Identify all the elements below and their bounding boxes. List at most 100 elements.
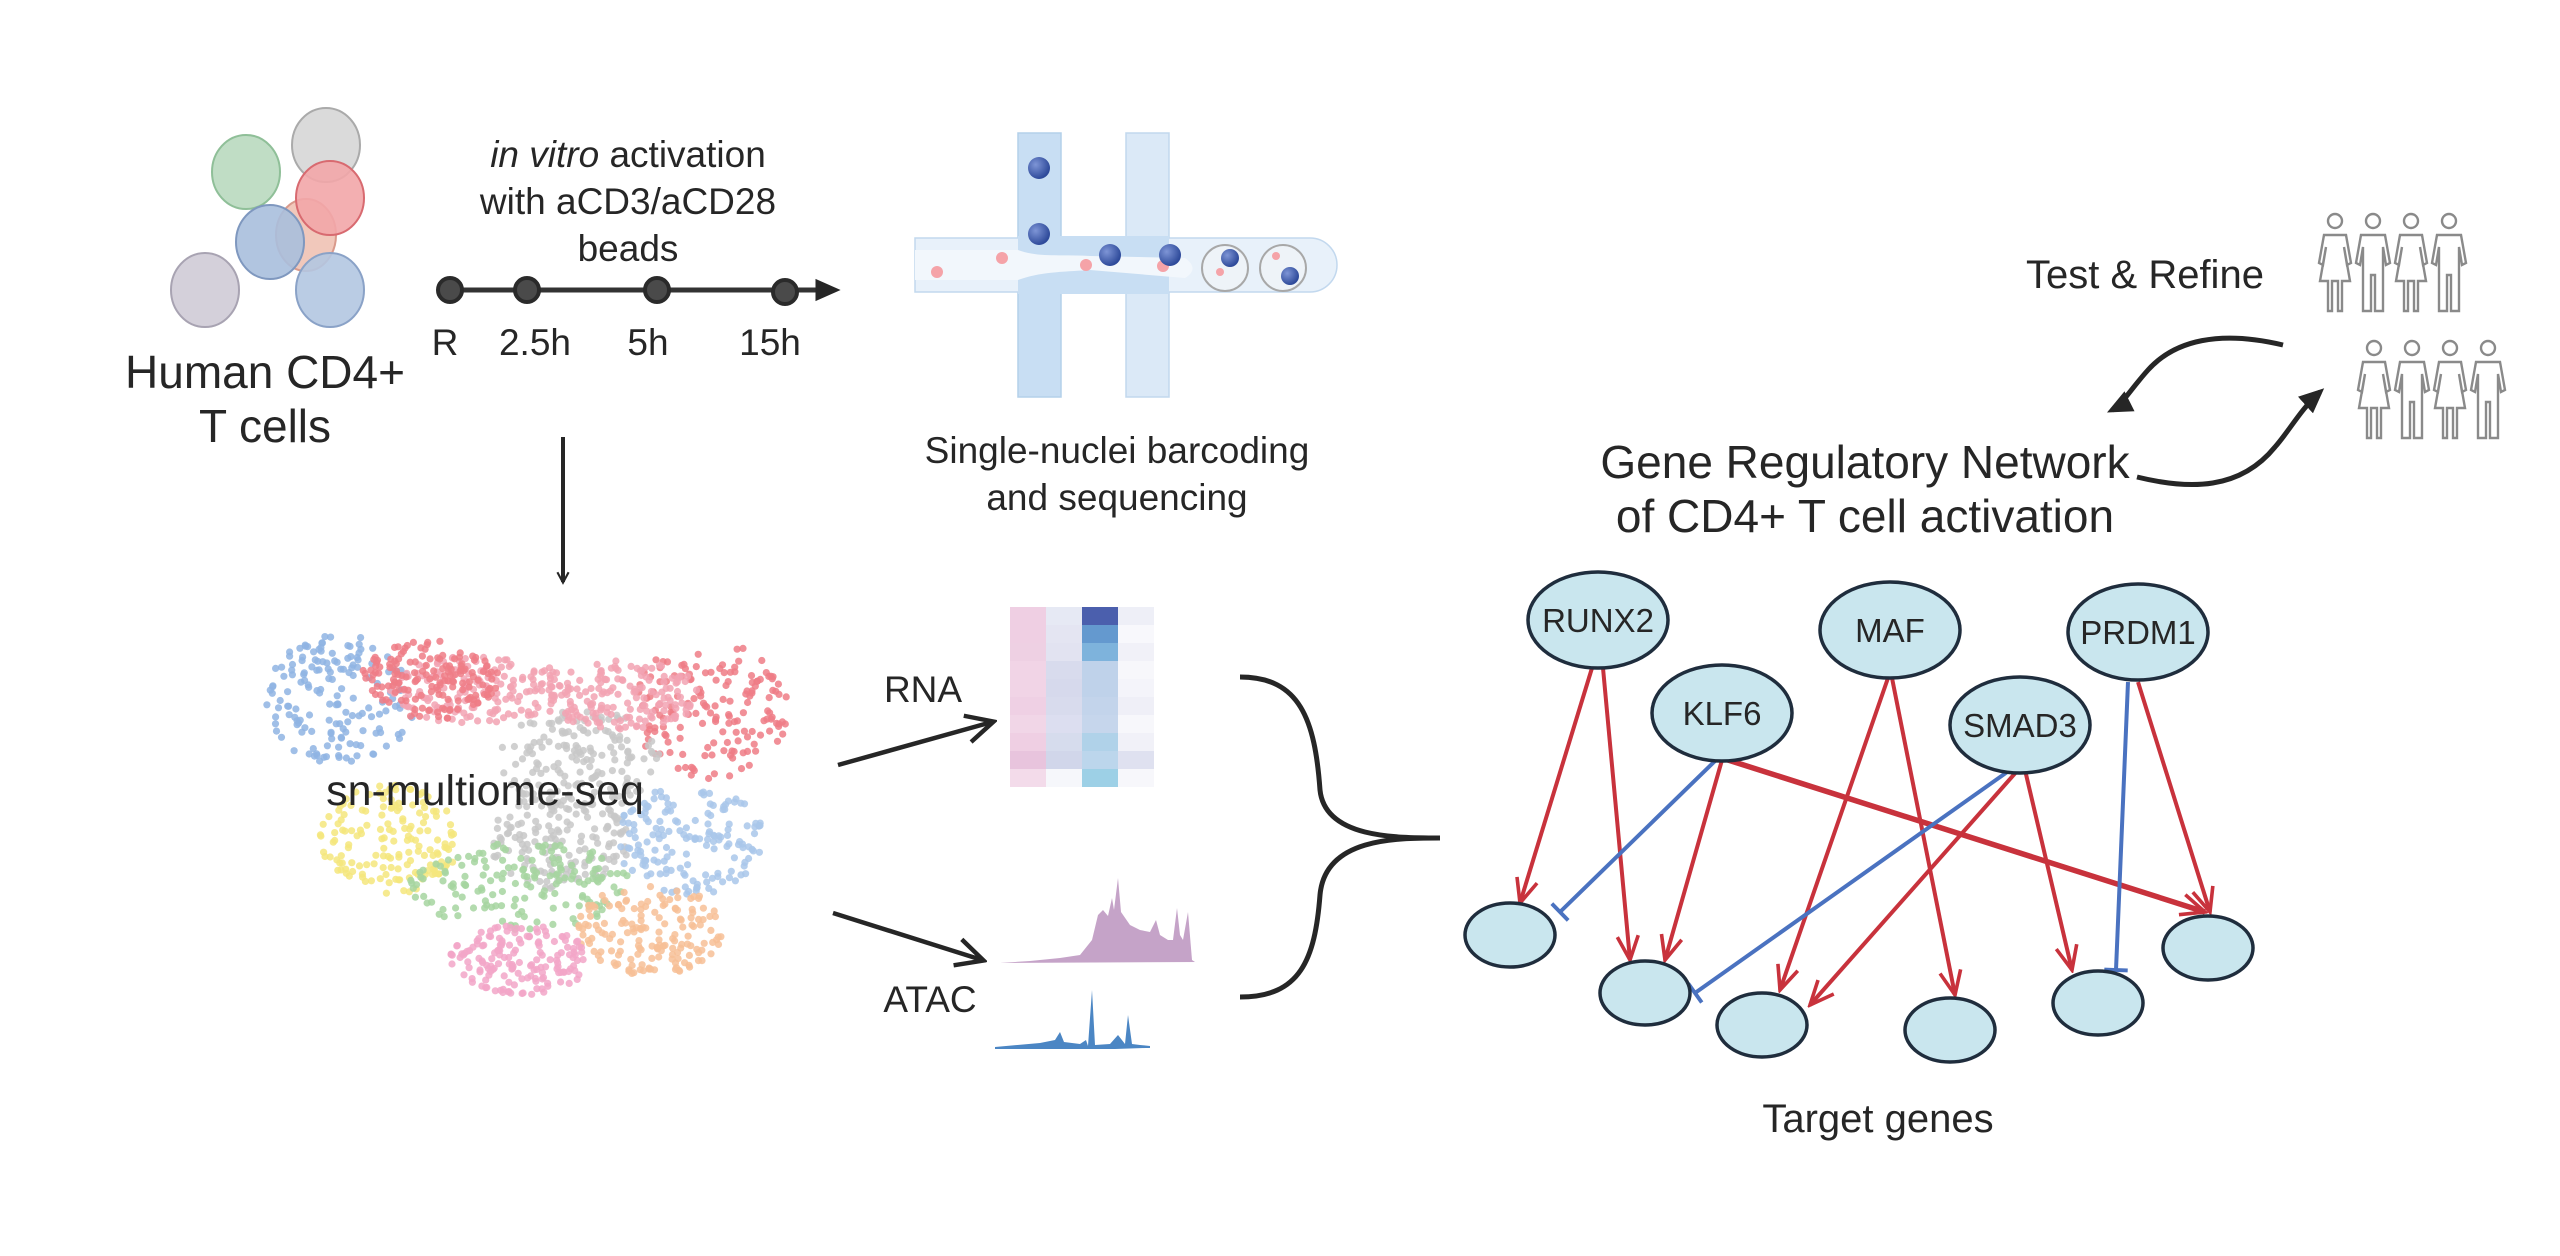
- umap-cell-point: [378, 811, 386, 819]
- cd4-t-cells-illustration: [170, 107, 365, 328]
- target-gene-node[interactable]: [2051, 969, 2145, 1037]
- regulator-node-maf[interactable]: MAF: [1818, 580, 1962, 680]
- heatmap-cell: [1010, 697, 1046, 715]
- target-gene-node[interactable]: [1715, 991, 1809, 1059]
- umap-cell-point: [517, 925, 526, 933]
- umap-cell-point: [690, 695, 698, 703]
- umap-cell-point: [695, 949, 703, 957]
- heatmap-cell: [1010, 625, 1046, 643]
- heatmap-cell: [1046, 697, 1082, 715]
- umap-cell-point: [579, 925, 587, 933]
- umap-cell-point: [469, 673, 477, 681]
- umap-cell-point: [620, 860, 628, 868]
- umap-cell-point: [615, 792, 623, 800]
- umap-cell-point: [608, 731, 616, 739]
- umap-cell-point: [743, 733, 752, 741]
- umap-cell-point: [621, 787, 630, 795]
- umap-cell-point: [529, 768, 537, 777]
- umap-cell-point: [608, 793, 617, 801]
- umap-cell-point: [660, 672, 668, 681]
- umap-cell-point: [430, 667, 438, 675]
- donor-cohort-icon: [2317, 212, 2507, 440]
- male-person-icon: [2430, 212, 2468, 313]
- activation-edge: [1727, 757, 2205, 912]
- umap-cell-point: [565, 851, 573, 859]
- umap-cell-point: [606, 807, 614, 815]
- umap-cell-point: [420, 851, 428, 860]
- regulator-node-runx2[interactable]: RUNX2: [1526, 570, 1670, 670]
- umap-cell-point: [441, 840, 449, 848]
- activation-line1: in vitro activation: [490, 134, 766, 175]
- umap-cell-point: [517, 706, 525, 714]
- grn-title-line2: of CD4+ T cell activation: [1616, 490, 2114, 542]
- grn-edges: [1520, 667, 2210, 1005]
- regulator-node-label: PRDM1: [2080, 614, 2196, 651]
- umap-cell-point: [545, 822, 553, 830]
- umap-cell-point: [379, 864, 387, 872]
- umap-cell-point: [583, 708, 591, 716]
- umap-cell-point: [588, 934, 596, 943]
- umap-cell-point: [479, 871, 487, 879]
- umap-cell-point: [499, 869, 507, 877]
- umap-cell-point: [349, 671, 357, 680]
- umap-cell-point: [695, 892, 704, 900]
- umap-cell-point: [266, 686, 274, 694]
- umap-cell-point: [681, 763, 690, 772]
- umap-cell-point: [586, 744, 594, 752]
- umap-cell-point: [491, 684, 500, 692]
- umap-cell-point: [672, 704, 680, 712]
- umap-cell-point: [577, 838, 585, 846]
- regulator-node-klf6[interactable]: KLF6: [1650, 663, 1794, 763]
- target-gene-node[interactable]: [1463, 901, 1557, 969]
- umap-cell-point: [411, 709, 419, 718]
- umap-cell-point: [419, 866, 427, 874]
- umap-cell-point: [320, 848, 328, 856]
- umap-cell-point: [418, 704, 426, 712]
- umap-cell-point: [277, 733, 286, 741]
- activation-edge: [1810, 768, 2020, 1005]
- heatmap-cell: [1082, 769, 1118, 787]
- regulator-node-smad3[interactable]: SMAD3: [1948, 675, 2092, 775]
- umap-cell-point: [576, 676, 584, 685]
- umap-cell-point: [465, 964, 473, 972]
- umap-cell-point: [618, 799, 626, 807]
- umap-cell-point: [630, 821, 638, 829]
- umap-cell-point: [310, 648, 318, 656]
- regulator-node-prdm1[interactable]: PRDM1: [2066, 582, 2210, 682]
- umap-cell-point: [328, 735, 336, 743]
- umap-cell-point: [555, 855, 563, 864]
- umap-cell-point: [301, 641, 309, 649]
- umap-cell-point: [616, 717, 625, 725]
- umap-cell-point: [710, 907, 718, 915]
- umap-cell-point: [370, 655, 378, 664]
- target-gene-node[interactable]: [1598, 959, 1692, 1027]
- barcode-bead: [1028, 157, 1050, 179]
- umap-cell-point: [411, 893, 419, 901]
- umap-cell-point: [706, 800, 714, 808]
- umap-cell-point: [660, 707, 668, 715]
- heatmap-cell: [1082, 715, 1118, 733]
- umap-cell-point: [362, 807, 370, 815]
- umap-cell-point: [397, 650, 405, 658]
- umap-cell-point: [380, 844, 388, 852]
- target-gene-node[interactable]: [1903, 996, 1997, 1064]
- umap-scatter: [263, 633, 790, 998]
- umap-cell-point: [690, 893, 698, 901]
- umap-cell-point: [605, 840, 614, 848]
- umap-cell-point: [698, 719, 707, 728]
- umap-cell-point: [424, 827, 432, 835]
- umap-cell-point: [348, 859, 356, 867]
- heatmap-cell: [1118, 733, 1154, 751]
- umap-cell-point: [511, 760, 520, 768]
- umap-cell-point: [475, 935, 483, 943]
- umap-cell-point: [569, 944, 578, 953]
- umap-cell-point: [479, 681, 487, 689]
- umap-cell-point: [298, 657, 306, 665]
- umap-cell-point: [474, 717, 482, 725]
- umap-cell-point: [587, 703, 595, 712]
- umap-cell-point: [486, 927, 495, 935]
- target-gene-node[interactable]: [2161, 914, 2255, 982]
- in-vitro-italic: in vitro: [490, 134, 599, 175]
- umap-cell-point: [395, 686, 403, 694]
